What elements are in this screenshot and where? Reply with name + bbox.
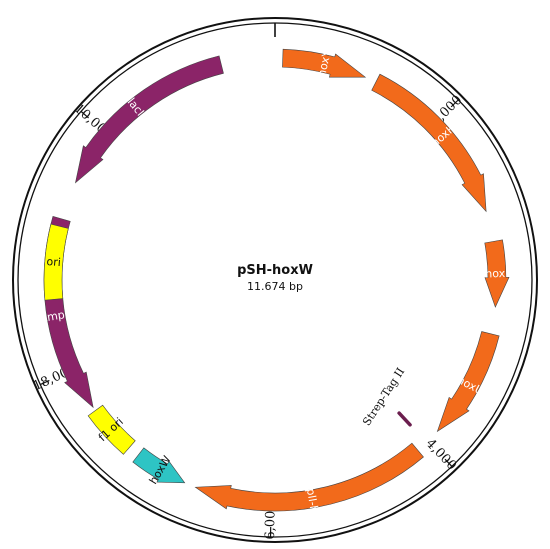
feature-strepii-hoxf-arrow: [194, 442, 424, 512]
backbone-outer-ring: [12, 17, 538, 543]
feature-ori: ori: [43, 223, 69, 301]
tick-label-4-000: 4,000: [423, 436, 460, 473]
feature-hoxh: hoxH: [371, 73, 487, 213]
tick-label-6-000: 6,000: [263, 502, 279, 539]
plasmid-size: 11.674 bp: [247, 280, 303, 293]
feature-hoxw: hoxW: [132, 447, 186, 487]
feature-hoxi: hoxI: [484, 239, 510, 308]
feature-hoxy-label: hoxY: [315, 49, 334, 78]
feature-hoxu: hoxU: [436, 331, 500, 433]
tick-mark-3: [80, 110, 89, 119]
strep-tag-annotation: Strep-Tag II: [360, 365, 412, 428]
feature-f1-ori-arrow: [87, 404, 136, 455]
feature-hoxy-arrow: [282, 48, 367, 78]
strep-tag-marker: [397, 411, 412, 427]
plasmid-name: pSH-hoxW: [237, 263, 313, 278]
feature-hoxw-arrow: [132, 447, 186, 484]
feature-hoxh-arrow: [371, 73, 487, 213]
feature-strepii-hoxf: StrepII-hoxF: [194, 442, 424, 532]
feature-hoxu-arrow: [436, 331, 500, 433]
feature-hoxi-arrow: [484, 239, 510, 308]
feature-ori-arrow: [43, 223, 69, 301]
tick-mark-4: [39, 379, 50, 386]
feature-ori-label: ori: [46, 255, 61, 269]
feature-hoxy: hoxY: [282, 48, 367, 78]
strep-tag-label: Strep-Tag II: [360, 365, 407, 428]
feature-laci-arrow: [74, 55, 224, 184]
feature-hoxi-label: hoxI: [485, 267, 508, 281]
tick-mark-0: [450, 99, 459, 108]
feature-ampr-label: AmpR: [39, 307, 74, 325]
feature-f1-ori: f1 ori: [87, 404, 136, 455]
tick-mark-1: [444, 458, 453, 467]
feature-laci: lacI: [74, 55, 224, 184]
